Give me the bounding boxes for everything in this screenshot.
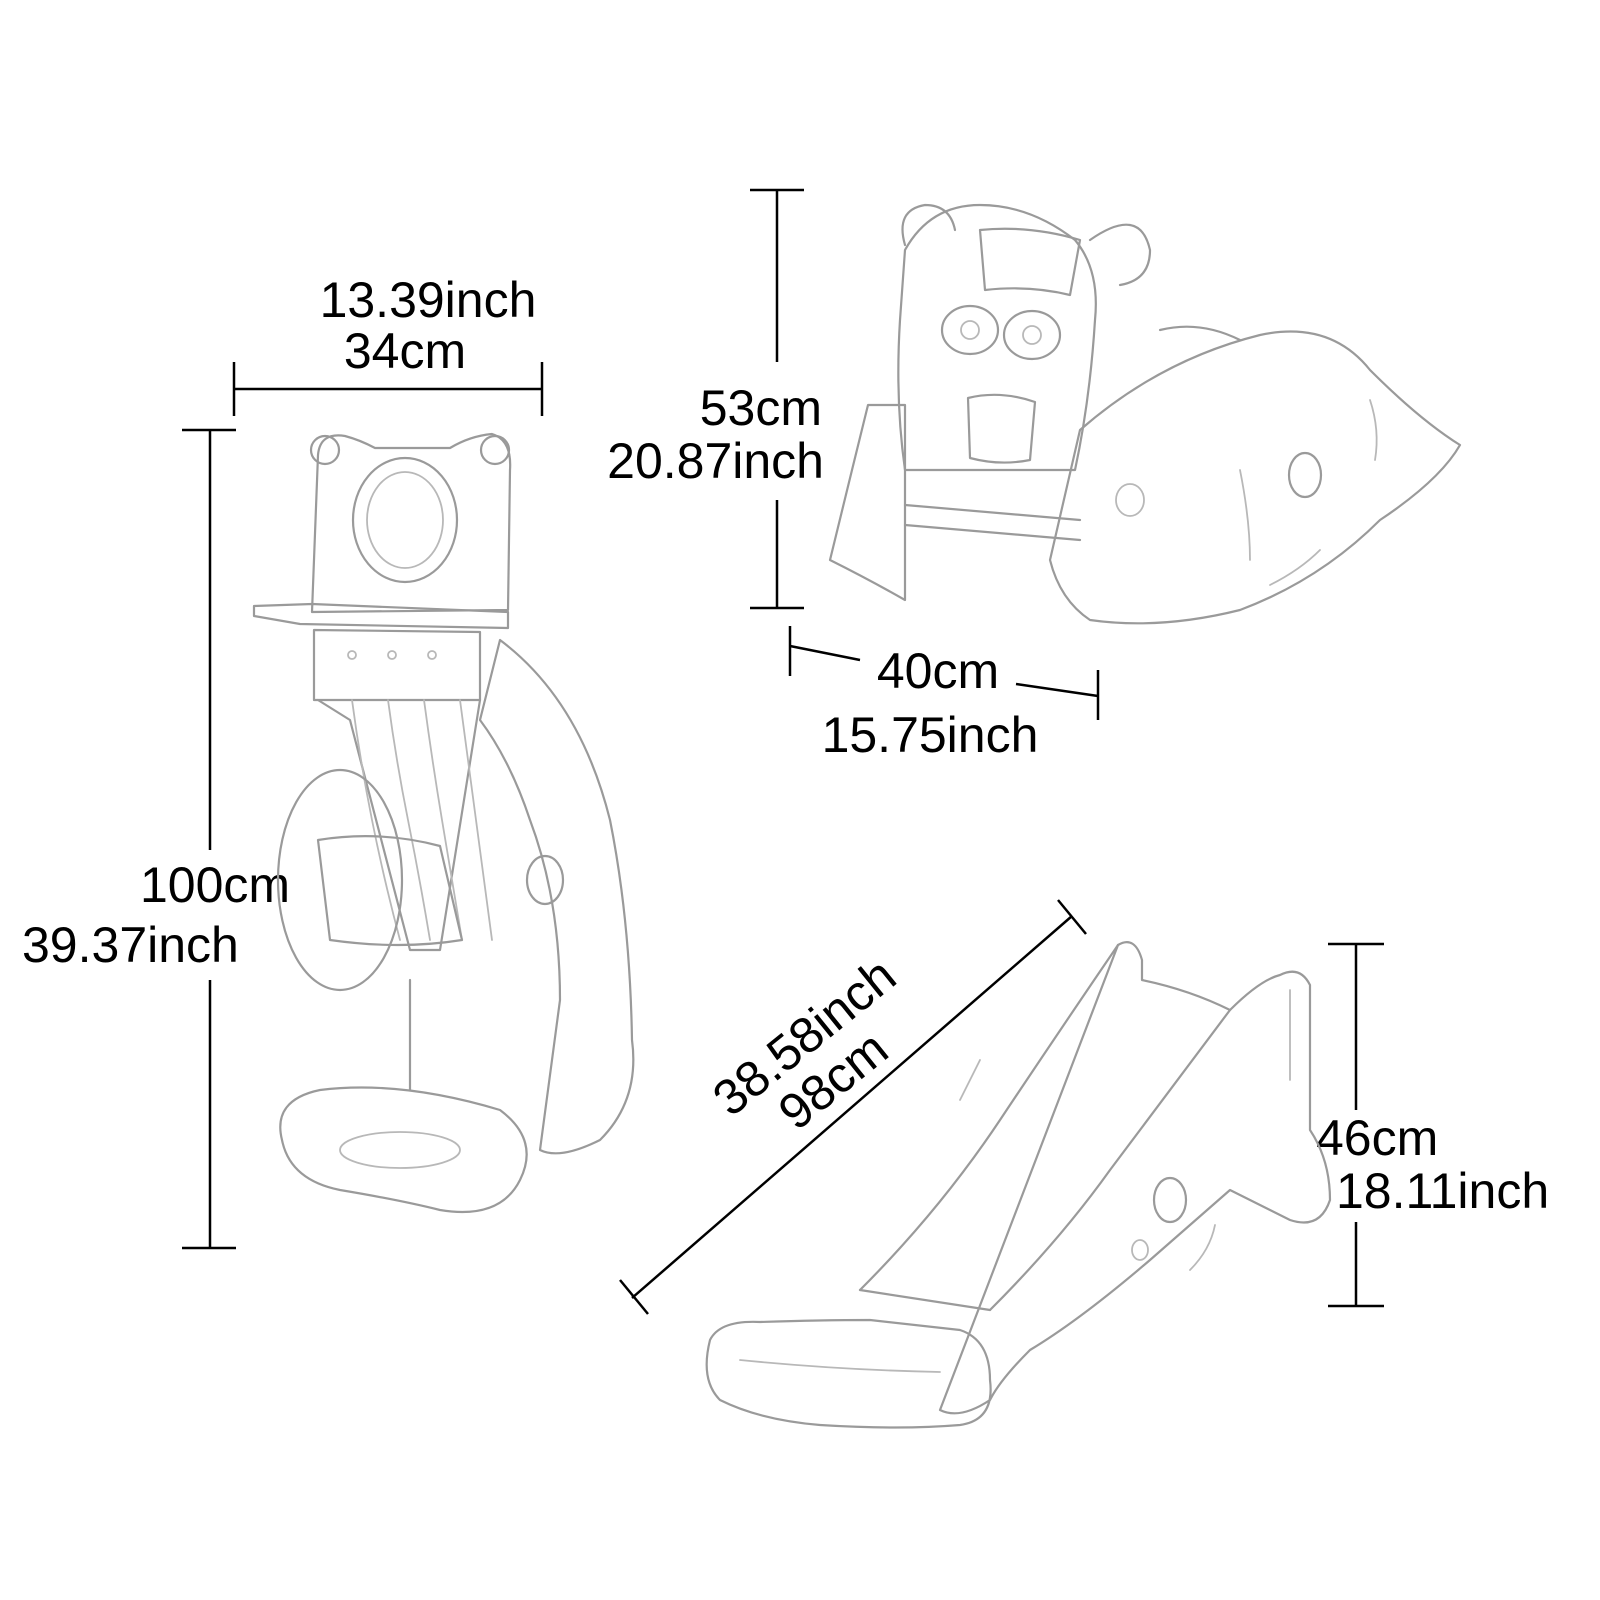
- rocker-left-eye: [940, 304, 1000, 356]
- upright-base: [279, 1086, 528, 1214]
- slide-toy-sketch: [705, 941, 1332, 1429]
- upright-side-body: [478, 638, 635, 1155]
- slide-chute-right-edge: [988, 1008, 1232, 1312]
- upright-ladder-groove: [459, 699, 493, 941]
- rocker-view: 53cm 20.87inch 40cm 15.75inch: [607, 188, 1462, 763]
- slide-side-hole: [1152, 1176, 1188, 1224]
- slide-height-cm-label: 46cm: [1316, 1110, 1438, 1166]
- upright-ladder-top: [312, 628, 482, 702]
- upright-ladder-groove: [387, 699, 431, 941]
- upright-ladder-groove: [423, 699, 463, 941]
- rocker-width-inch-label: 15.75inch: [822, 707, 1039, 763]
- rocker-back-seat: [1158, 325, 1242, 342]
- upright-height-cm-label: 100cm: [140, 857, 290, 913]
- slide-side-panel: [938, 941, 1332, 1415]
- upright-ladder-bolt: [347, 650, 357, 660]
- upright-width-inch-label: 13.39inch: [320, 272, 537, 328]
- slide-chute-slot: [959, 1059, 981, 1101]
- slide-height-inch-label: 18.11inch: [1336, 1163, 1549, 1219]
- upright-rocker-wheel: [276, 768, 404, 992]
- slide-side-slot: [1189, 1224, 1216, 1271]
- rocker-height-cm-label: 53cm: [700, 380, 822, 436]
- rocker-slot: [1239, 469, 1251, 561]
- rocker-center-hole: [1287, 451, 1323, 499]
- rocker-toy-sketch: [828, 203, 1462, 625]
- upright-head-panel: [310, 432, 512, 614]
- rocker-right-ear: [1088, 223, 1152, 287]
- upright-width-cm-label: 34cm: [344, 323, 466, 379]
- upright-platform: [252, 602, 510, 630]
- upright-height-dimension: 100cm 39.37inch: [22, 428, 290, 1250]
- upright-right-ear: [479, 434, 511, 466]
- rocker-slot: [1369, 399, 1378, 461]
- slide-chute-left-edge: [858, 943, 1120, 1292]
- upright-base-inner: [339, 1131, 461, 1169]
- rocker-crossbar: [903, 503, 1082, 522]
- rocker-crossbar-lower: [903, 523, 1082, 542]
- slide-chute-bottom: [858, 1288, 992, 1312]
- slide-side-hole-small: [1131, 1239, 1149, 1261]
- slide-view: 38.58inch 98cm 46cm 18.11inch: [619, 899, 1549, 1429]
- rocker-width-line-right: [1015, 682, 1099, 698]
- slide-length-dimension: 38.58inch 98cm: [619, 899, 1087, 1315]
- rocker-height-inch-label: 20.87inch: [607, 433, 824, 489]
- slide-length-tick-top: [1057, 899, 1087, 935]
- slide-length-tick-bottom: [619, 1279, 649, 1315]
- rocker-width-line-left: [789, 644, 861, 662]
- upright-view: 13.39inch 34cm 100cm 39.37inch: [22, 272, 635, 1250]
- upright-face-inner: [366, 471, 444, 569]
- upright-side-hole: [525, 854, 565, 906]
- rocker-left-pupil: [960, 320, 980, 340]
- rocker-mouth-window: [966, 393, 1037, 464]
- upright-ladder-bolt: [427, 650, 437, 660]
- rocker-height-dimension: 53cm 20.87inch: [607, 188, 824, 610]
- upright-seat: [316, 835, 464, 947]
- upright-height-inch-label: 39.37inch: [22, 917, 239, 973]
- rocker-slot: [1269, 549, 1321, 586]
- rocker-width-cm-label: 40cm: [877, 643, 999, 699]
- upright-face-window: [351, 456, 459, 584]
- rocker-left-ear: [901, 203, 957, 247]
- rocker-hole: [1115, 483, 1145, 517]
- slide-length-line: [631, 915, 1073, 1299]
- upright-toy-sketch: [252, 432, 635, 1214]
- rocker-width-dimension: 40cm 15.75inch: [788, 626, 1100, 763]
- rocker-right-pupil: [1022, 325, 1042, 345]
- rocker-handle: [978, 227, 1082, 297]
- upright-width-dimension: 13.39inch 34cm: [232, 272, 544, 416]
- rocker-right-eye: [1002, 309, 1062, 361]
- rocker-bear-head: [897, 203, 1097, 472]
- upright-ladder-bolt: [387, 650, 397, 660]
- slide-height-dimension: 46cm 18.11inch: [1316, 942, 1549, 1308]
- upright-left-ear: [309, 434, 341, 466]
- upright-ladder-rails: [316, 698, 482, 952]
- upright-ladder-groove: [351, 699, 401, 941]
- slide-landing-edge: [739, 1359, 941, 1373]
- rocker-body: [1048, 330, 1462, 625]
- slide-landing: [705, 1318, 992, 1429]
- rocker-front-leg: [828, 403, 907, 602]
